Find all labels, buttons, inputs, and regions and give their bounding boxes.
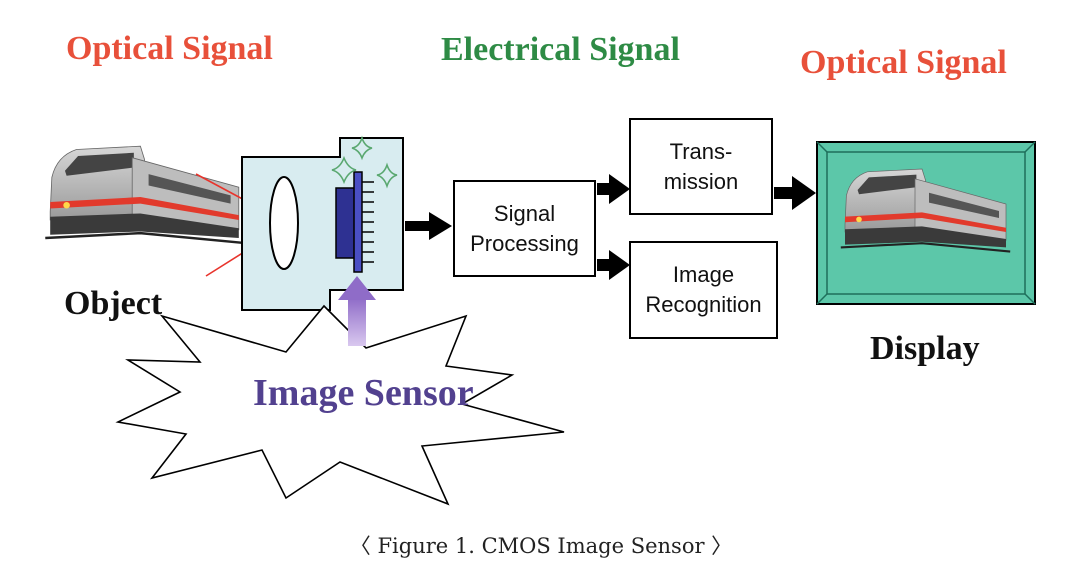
sparkle-icons [331, 135, 398, 189]
image-recognition-block: Image Recognition [629, 241, 778, 339]
display-monitor [816, 141, 1036, 305]
image-sensor-starburst [115, 304, 565, 506]
camera-body [241, 135, 404, 311]
transmission-text: Trans- mission [663, 138, 739, 194]
signal-processing-text: Signal Processing [470, 200, 579, 256]
heading-electrical-signal: Electrical Signal [441, 31, 680, 68]
image-recognition-text: Image Recognition [645, 262, 762, 317]
image-sensor-label: Image Sensor [253, 372, 474, 414]
object-train-image [44, 144, 245, 245]
figure-caption: 〈 Figure 1. CMOS Image Sensor 〉 [349, 534, 733, 558]
lens [269, 176, 299, 270]
heading-optical-signal-right: Optical Signal [800, 44, 1007, 81]
sensor-input-arrow [338, 276, 376, 346]
transmission-block: Trans- mission [629, 118, 773, 215]
flow-arrows [405, 174, 816, 280]
heading-optical-signal-left: Optical Signal [66, 30, 273, 67]
display-label: Display [870, 330, 980, 367]
object-label: Object [64, 285, 163, 322]
signal-processing-block: Signal Processing [453, 180, 596, 277]
